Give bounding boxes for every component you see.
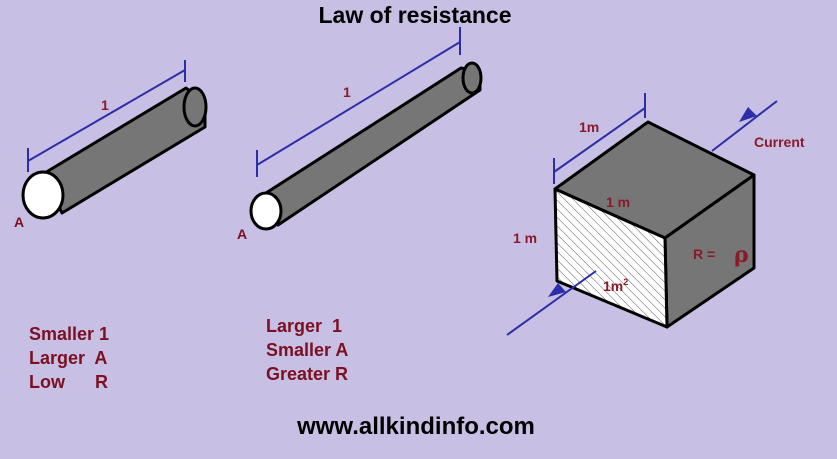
note-line: Low R <box>29 372 108 392</box>
diagram-title: Law of resistance <box>318 2 511 28</box>
area-label: A <box>14 214 24 230</box>
current-label: Current <box>754 134 805 150</box>
length-label: 1 <box>101 97 109 113</box>
rho-symbol: ρ <box>734 242 749 268</box>
notes-conductor-1: Smaller 1 Larger A Low R <box>29 324 109 392</box>
cube-front-face <box>553 187 669 329</box>
area-exponent: 2 <box>623 277 628 287</box>
length-label: 1 <box>343 84 351 100</box>
rod-top-end <box>461 61 483 95</box>
note-line: Greater R <box>266 364 348 384</box>
cube-face-area-label: 1m2 <box>603 277 628 294</box>
conductor-long-thin: 1 A <box>237 27 483 242</box>
note-line: Larger A <box>29 348 107 368</box>
current-arrow-out <box>711 100 778 152</box>
note-line: Larger 1 <box>266 316 342 336</box>
rod-cross-section <box>21 170 65 220</box>
current-arrow-in <box>506 270 597 336</box>
note-line: Smaller A <box>266 340 348 360</box>
length-dimension-line <box>256 41 461 166</box>
current-arrowhead-out <box>739 107 757 122</box>
cube-height-label: 1 m <box>513 230 537 246</box>
resistance-label: R = <box>693 246 715 262</box>
rod-top-end <box>182 86 208 128</box>
area-label: A <box>237 226 247 242</box>
length-dimension-line <box>27 69 186 162</box>
cube-top-edge-label: 1m <box>579 119 599 135</box>
cube-front-top-label: 1 m <box>606 194 630 210</box>
rod-cross-section <box>249 191 283 231</box>
current-arrowhead-in <box>548 283 566 297</box>
website-link[interactable]: www.allkindinfo.com <box>296 413 535 440</box>
note-line: Smaller 1 <box>29 324 109 344</box>
notes-conductor-2: Larger 1 Smaller A Greater R <box>266 316 348 384</box>
rod-body <box>41 86 207 215</box>
unit-cube: 1m 1 m 1 m 1m2 R = ρ Current <box>506 93 805 336</box>
conductor-short-thick: 1 A <box>14 60 208 230</box>
cube-top-dimension-line <box>553 107 646 173</box>
rod-body <box>264 66 482 227</box>
